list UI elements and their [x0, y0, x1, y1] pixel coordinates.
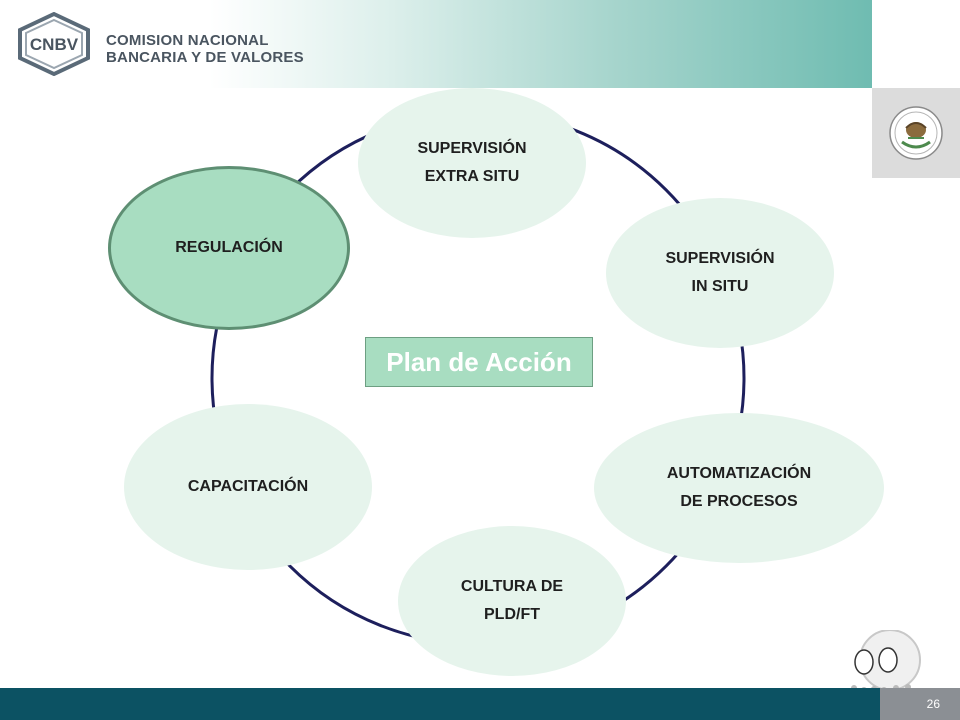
header-band — [0, 0, 872, 88]
node-label: CULTURA DE PLD/FT — [460, 578, 564, 623]
node-regulacion: REGULACIÓN — [108, 166, 350, 330]
node-supervision-in-situ: SUPERVISIÓN IN SITU — [606, 198, 834, 348]
page-number: 26 — [926, 697, 940, 711]
node-automatizacion-de-procesos: AUTOMATIZACIÓN DE PROCESOS — [594, 413, 884, 563]
logo-mark-text: CNBV — [30, 35, 79, 54]
node-label: AUTOMATIZACIÓN DE PROCESOS — [666, 465, 812, 510]
node-supervision-extra-situ: SUPERVISIÓN EXTRA SITU — [358, 88, 586, 238]
organization-name-line-2: BANCARIA Y DE VALORES — [106, 49, 304, 66]
node-capacitacion: CAPACITACIÓN — [124, 404, 372, 570]
footer-band — [0, 688, 960, 720]
node-label: CAPACITACIÓN — [187, 478, 309, 495]
cnbv-logo: CNBV COMISION NACIONAL BANCARIA Y DE VAL… — [14, 11, 304, 77]
organization-name: COMISION NACIONAL BANCARIA Y DE VALORES — [106, 32, 304, 66]
node-label: SUPERVISIÓN EXTRA SITU — [417, 140, 527, 185]
cnbv-hexagon-icon: CNBV — [18, 11, 90, 77]
organization-name-line-1: COMISION NACIONAL — [106, 32, 269, 49]
node-label: REGULACIÓN — [175, 239, 283, 256]
seal-panel — [872, 88, 960, 178]
mexico-coat-of-arms-icon — [889, 106, 943, 160]
node-cultura-pld-ft: CULTURA DE PLD/FT — [398, 526, 626, 676]
chat-bubbles-icon — [851, 630, 921, 693]
node-label: SUPERVISIÓN IN SITU — [665, 250, 775, 295]
page-number-box: 26 — [880, 688, 960, 720]
plan-de-accion-label: Plan de Acción — [365, 337, 593, 387]
